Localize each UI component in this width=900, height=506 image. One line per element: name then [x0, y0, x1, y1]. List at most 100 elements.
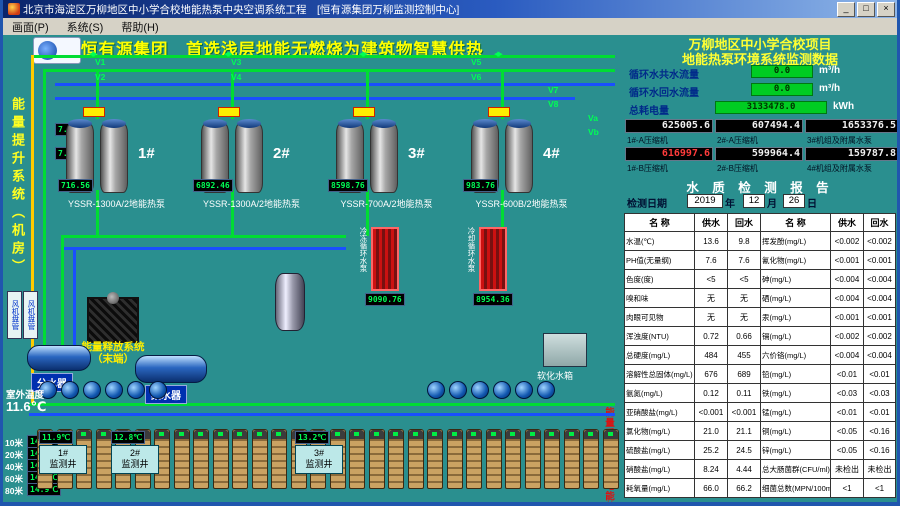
- valve-label-v1: V1: [95, 57, 106, 67]
- circulation-pump-icon[interactable]: [61, 381, 79, 399]
- well-temp-led: 13.2℃: [295, 431, 330, 444]
- param-value: <0.001: [863, 250, 896, 270]
- data-panel: 万柳地区中小学合校项目 地能热泵环境系统监测数据 循环水共水流量 0.0 m³/…: [623, 35, 897, 502]
- param-name: 硝酸盐(mg/L): [624, 459, 695, 479]
- report-year-box[interactable]: 2019: [687, 194, 723, 208]
- well-casing: [388, 429, 404, 489]
- param-name: 水温(℃): [624, 231, 695, 251]
- param-name: 细菌总数(MPN/100mL): [760, 478, 831, 498]
- menu-item-screen[interactable]: 画面(P): [12, 21, 49, 34]
- report-month-box[interactable]: 12: [743, 194, 765, 208]
- param-value: <0.01: [830, 402, 864, 422]
- meter-label: 1#-B压缩机: [627, 164, 668, 173]
- valve-label-v7: V7: [548, 85, 559, 95]
- pipe-segment: [55, 83, 615, 86]
- valve-icon[interactable]: ◀▶: [224, 51, 233, 58]
- well-casing: [466, 429, 482, 489]
- valve-icon[interactable]: ◀▶: [89, 51, 98, 58]
- circulation-pump-icon[interactable]: [515, 381, 533, 399]
- close-button[interactable]: ×: [877, 1, 895, 17]
- menu-item-system[interactable]: 系统(S): [66, 21, 104, 34]
- menu-item-help[interactable]: 帮助(H): [121, 21, 159, 34]
- energy-meter-alarm: 616997.6: [625, 147, 713, 161]
- valve-icon[interactable]: ◀▶: [494, 51, 503, 58]
- param-value: <0.05: [830, 440, 864, 460]
- param-name: 嗅和味: [624, 288, 695, 308]
- param-value: 0.66: [727, 326, 761, 346]
- maximize-button[interactable]: □: [857, 1, 875, 17]
- circulation-pump-icon[interactable]: [449, 381, 467, 399]
- param-name: 亚硝酸盐(mg/L): [624, 402, 695, 422]
- param-value: <1: [830, 478, 864, 498]
- well-casing: [349, 429, 365, 489]
- param-value: 无: [694, 307, 728, 327]
- pipe-segment: [231, 71, 234, 119]
- monitoring-well-label-3[interactable]: 3#监测井: [295, 445, 343, 474]
- supply-flow-label: 循环水共水流量: [629, 70, 699, 81]
- param-value: 8.24: [694, 459, 728, 479]
- report-row: 肉眼可见物无无汞(mg/L)<0.001<0.001: [624, 307, 896, 327]
- monitoring-well-label-1[interactable]: 1#监测井: [39, 445, 87, 474]
- valve-label-v8: V8: [548, 99, 559, 109]
- circulation-pump-icon[interactable]: [105, 381, 123, 399]
- valve-label-v5: V5: [471, 57, 482, 67]
- supply-flow-unit: m³/h: [819, 65, 841, 76]
- circulation-pump-icon[interactable]: [127, 381, 145, 399]
- param-value: 未检出: [863, 459, 896, 479]
- param-value: <0.03: [830, 383, 864, 403]
- param-value: 21.1: [727, 421, 761, 441]
- param-value: <0.004: [863, 288, 896, 308]
- heat-pump-unit-4[interactable]: 983.76 4# YSSR-600B/2地能热泵: [463, 119, 583, 219]
- unit-runtime-led: 6892.46: [193, 179, 233, 192]
- chilled-pump-led: 9090.76: [365, 293, 405, 306]
- circulation-pump-icon[interactable]: [149, 381, 167, 399]
- fan-coil-unit: 风机盘管: [7, 291, 22, 339]
- circulation-pump-icon[interactable]: [427, 381, 445, 399]
- water-report-title: 水 质 检 测 报 告: [686, 181, 834, 195]
- monitoring-well-label-2[interactable]: 2#监测井: [111, 445, 159, 474]
- cooling-pump-led: 8954.36: [473, 293, 513, 306]
- chilled-water-pump-group[interactable]: [371, 227, 399, 291]
- heat-pump-unit-3[interactable]: 8598.76 3# YSSR-700A/2地能热泵: [328, 119, 448, 219]
- param-name: 铅(mg/L): [760, 364, 831, 384]
- report-col-header: 名 称: [624, 213, 695, 232]
- param-value: <0.004: [830, 288, 864, 308]
- unit-model-label: YSSR-600B/2地能热泵: [475, 199, 568, 209]
- report-day-box[interactable]: 26: [783, 194, 805, 208]
- left-system-label: 能量提升系统（机房）: [10, 97, 25, 277]
- param-name: 耗氧量(mg/L): [624, 478, 695, 498]
- cooling-water-pump-group[interactable]: [479, 227, 507, 291]
- return-flow-label: 循环水回水流量: [629, 88, 699, 99]
- param-name: 硒(mg/L): [760, 288, 831, 308]
- valve-icon[interactable]: ◀▶: [359, 51, 368, 58]
- circulation-pump-icon[interactable]: [39, 381, 57, 399]
- scada-canvas: 恒有源集团 首选浅层地能无燃烧为建筑物智慧供热 能量提升系统（机房） 能量采集系…: [3, 35, 897, 502]
- param-value: 25.2: [694, 440, 728, 460]
- param-name: 总硬度(mg/L): [624, 345, 695, 365]
- pipe-segment: [29, 403, 615, 406]
- heat-pump-unit-1[interactable]: 716.56 1# YSSR-1300A/2地能热泵: [58, 119, 178, 219]
- energy-meter: 625005.6: [625, 119, 713, 133]
- param-value: <0.05: [830, 421, 864, 441]
- param-value: <0.16: [863, 421, 896, 441]
- circulation-pump-icon[interactable]: [471, 381, 489, 399]
- valve-label-v2: V2: [95, 72, 106, 82]
- pipe-segment: [501, 190, 504, 236]
- well-casing: [544, 429, 560, 489]
- heat-pump-unit-2[interactable]: 6892.46 2# YSSR-1300A/2地能热泵: [193, 119, 313, 219]
- minimize-button[interactable]: _: [837, 1, 855, 17]
- outdoor-temp-label: 室外温度: [6, 390, 45, 401]
- param-name: 镉(mg/L): [760, 326, 831, 346]
- circulation-pump-icon[interactable]: [493, 381, 511, 399]
- circulation-pump-icon[interactable]: [537, 381, 555, 399]
- unit-number: 4#: [543, 145, 560, 162]
- param-name: 锌(mg/L): [760, 440, 831, 460]
- circulation-pump-icon[interactable]: [83, 381, 101, 399]
- well-casing: [524, 429, 541, 489]
